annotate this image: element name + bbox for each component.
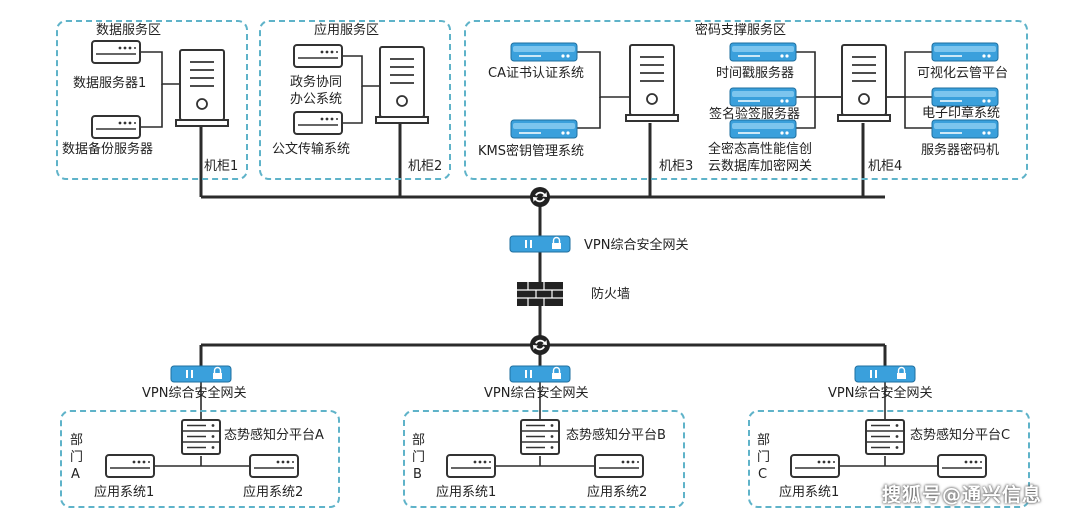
label-doc-transfer: 公文传输系统 xyxy=(272,142,351,157)
zone-crypto-service xyxy=(464,20,1028,180)
label-dept-a-char1: 部 xyxy=(70,433,84,448)
label-dept-b-platform: 态势感知分平台B xyxy=(566,428,666,443)
dept-a-vpn-icon xyxy=(170,365,232,383)
zone-dept-a xyxy=(60,410,340,508)
watermark: 搜狐号@通兴信息 xyxy=(882,484,1043,506)
label-cabinet3: 机柜3 xyxy=(659,159,694,174)
label-db-enc-line2: 云数据库加密网关 xyxy=(708,159,813,174)
label-dept-b-app1: 应用系统1 xyxy=(436,485,497,500)
firewall-icon xyxy=(517,282,563,306)
label-sign-verify: 签名验签服务器 xyxy=(709,107,801,122)
label-core-vpn: VPN综合安全网关 xyxy=(584,238,689,253)
label-data-backup: 数据备份服务器 xyxy=(62,142,154,157)
label-dept-b-app2: 应用系统2 xyxy=(587,485,648,500)
label-dept-c-app1: 应用系统1 xyxy=(779,485,840,500)
label-dept-a-app1: 应用系统1 xyxy=(94,485,155,500)
label-dept-b-char1: 部 xyxy=(412,433,426,448)
label-gov-collab-line1: 政务协同 xyxy=(290,75,343,90)
dept-b-vpn-icon xyxy=(509,365,571,383)
zone-title-crypto-service: 密码支撑服务区 xyxy=(695,23,787,38)
label-visual-cloud: 可视化云管平台 xyxy=(917,66,1009,81)
label-server-crypto: 服务器密码机 xyxy=(921,143,1000,158)
label-cabinet1: 机柜1 xyxy=(204,159,239,174)
label-dept-a-char3: A xyxy=(71,467,80,482)
label-cabinet2: 机柜2 xyxy=(408,159,443,174)
label-dept-a-platform: 态势感知分平台A xyxy=(224,428,324,443)
zone-title-app-service: 应用服务区 xyxy=(314,23,380,38)
label-data-server1: 数据服务器1 xyxy=(73,76,147,91)
label-firewall: 防火墙 xyxy=(591,287,631,302)
label-gov-collab-line2: 办公系统 xyxy=(290,92,343,107)
label-dept-b-char3: B xyxy=(413,467,422,482)
label-dept-c-char2: 门 xyxy=(757,450,771,465)
zone-app-service xyxy=(259,20,451,180)
core-router-bottom-icon xyxy=(530,335,550,355)
label-dept-a-app2: 应用系统2 xyxy=(243,485,304,500)
label-dept-c-platform: 态势感知分平台C xyxy=(910,428,1011,443)
core-router-top-icon xyxy=(530,187,550,207)
label-dept-b-char2: 门 xyxy=(412,450,426,465)
label-dept-a-char2: 门 xyxy=(70,450,84,465)
label-dept-c-vpn: VPN综合安全网关 xyxy=(828,386,933,401)
core-vpn-gateway-icon xyxy=(509,235,571,253)
label-dept-a-vpn: VPN综合安全网关 xyxy=(142,386,247,401)
dept-c-vpn-icon xyxy=(854,365,916,383)
zone-data-service xyxy=(56,20,248,180)
zone-title-data-service: 数据服务区 xyxy=(96,23,162,38)
label-cabinet4: 机柜4 xyxy=(868,159,903,174)
label-timestamp: 时间戳服务器 xyxy=(716,66,795,81)
label-dept-c-char3: C xyxy=(758,467,768,482)
label-e-seal: 电子印章系统 xyxy=(922,106,1001,121)
label-ca: CA证书认证系统 xyxy=(488,66,584,81)
label-dept-b-vpn: VPN综合安全网关 xyxy=(484,386,589,401)
label-dept-c-char1: 部 xyxy=(757,433,771,448)
zone-dept-c xyxy=(748,410,1030,508)
label-kms: KMS密钥管理系统 xyxy=(478,144,584,159)
zone-dept-b xyxy=(403,410,685,508)
label-db-enc-line1: 全密态高性能信创 xyxy=(708,142,813,157)
